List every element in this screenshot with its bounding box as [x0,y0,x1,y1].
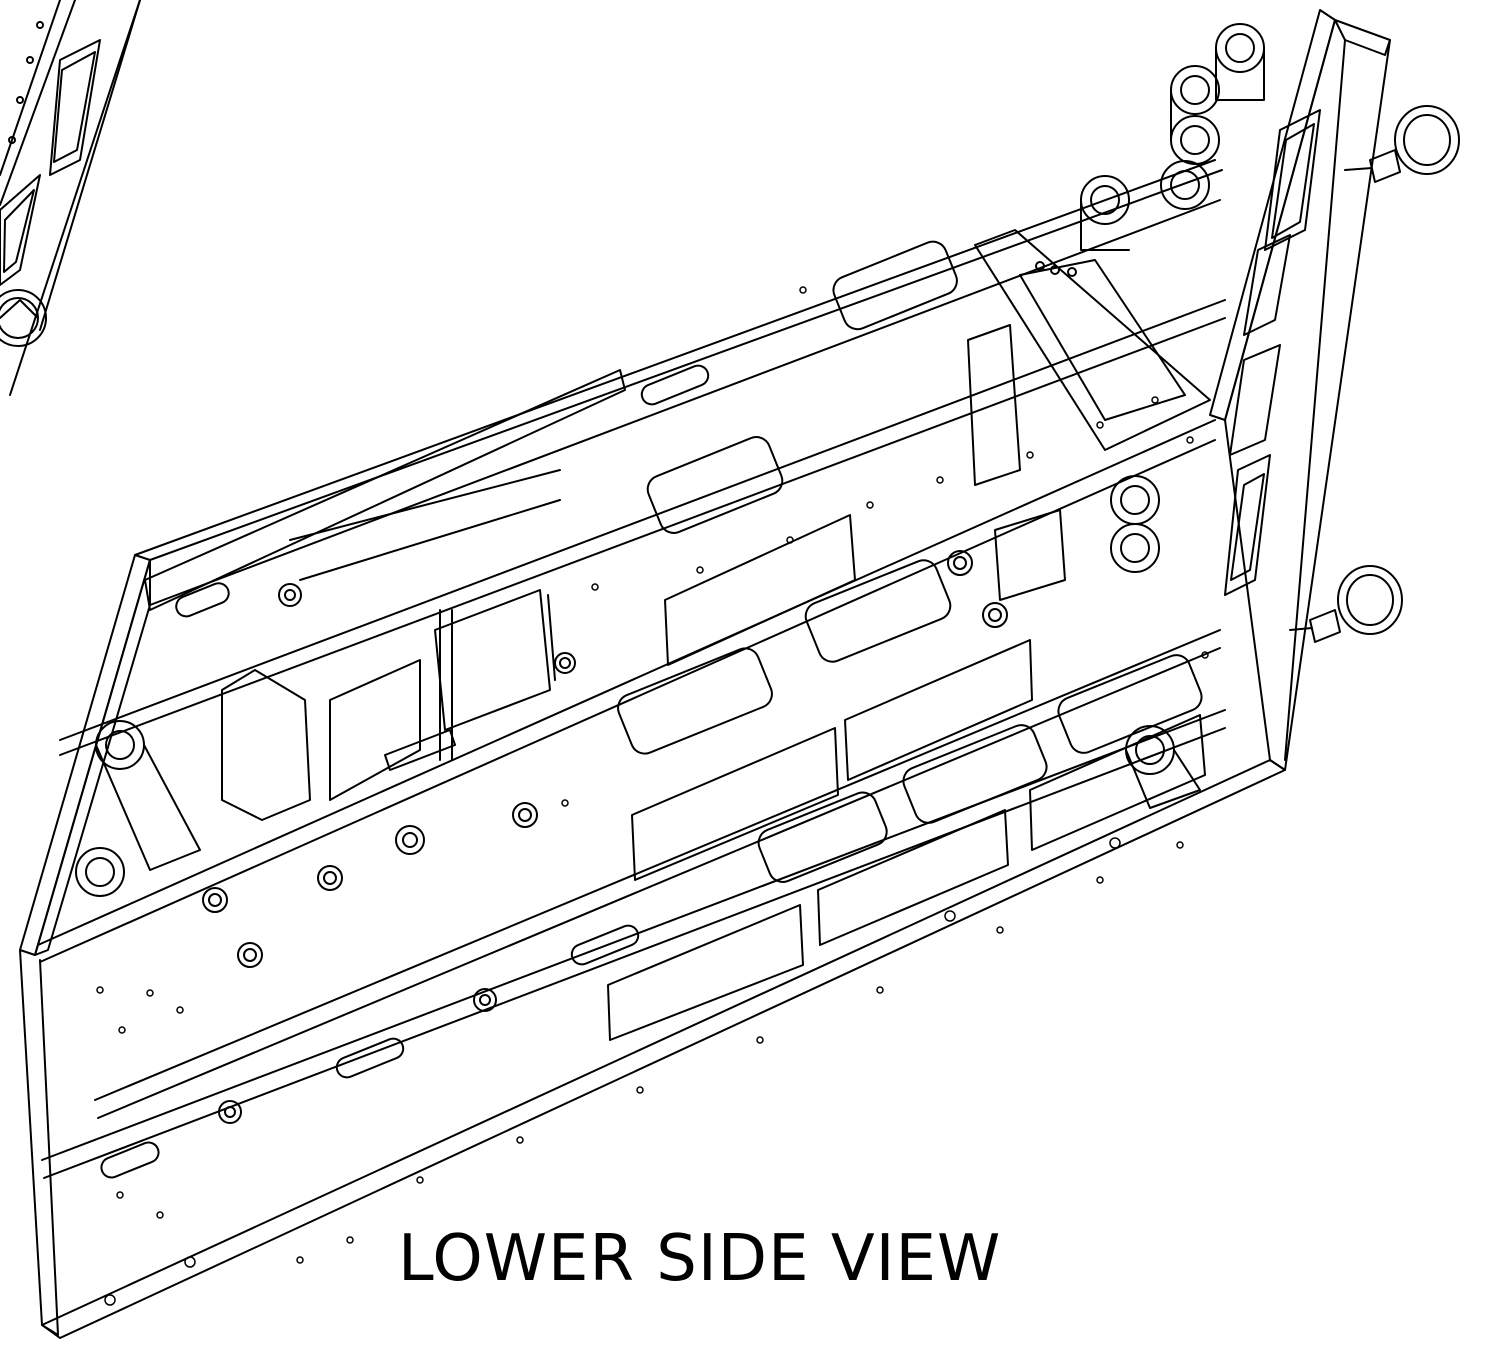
rail-panels [608,515,1205,1040]
main-frame-outline [20,10,1390,1338]
socket-bolts [203,551,1007,1123]
triangular-bracket [975,230,1210,450]
hole-pattern [97,287,1208,1305]
right-end-plate-slots [1225,110,1320,595]
standoff-cluster-left [76,476,1200,896]
interior-components [222,325,1065,820]
adjacent-frame-fragment [0,0,140,395]
rail-cutouts [98,237,1205,1180]
eye-bolt-lower [1290,566,1402,642]
view-title: LOWER SIDE VIEW [398,1222,1002,1296]
eye-bolt-upper [1345,106,1459,182]
standoff-cluster-top-right [1081,24,1264,250]
